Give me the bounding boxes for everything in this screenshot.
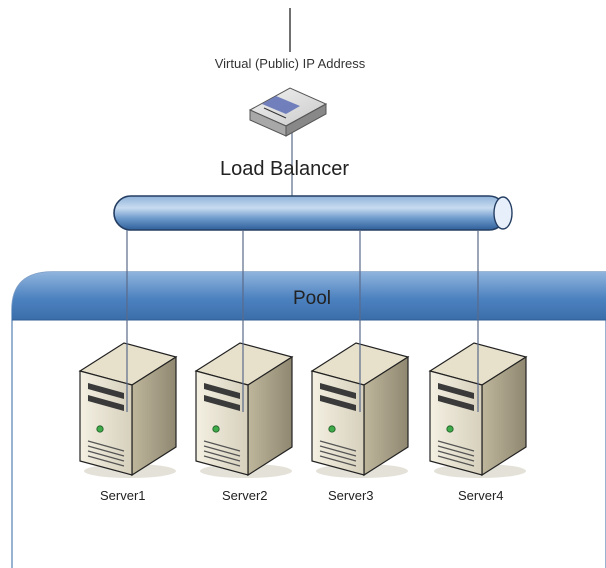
load-balancer-icon	[248, 87, 328, 137]
pool-container	[11, 271, 606, 568]
network-bus	[113, 195, 513, 231]
server2-label: Server2	[222, 488, 268, 503]
load-balancer-label: Load Balancer	[220, 158, 349, 180]
server1-label: Server1	[100, 488, 146, 503]
server3-label: Server3	[328, 488, 374, 503]
virtual-ip-label: Virtual (Public) IP Address	[214, 56, 366, 71]
pool-label: Pool	[293, 288, 332, 309]
server4-label: Server4	[458, 488, 504, 503]
